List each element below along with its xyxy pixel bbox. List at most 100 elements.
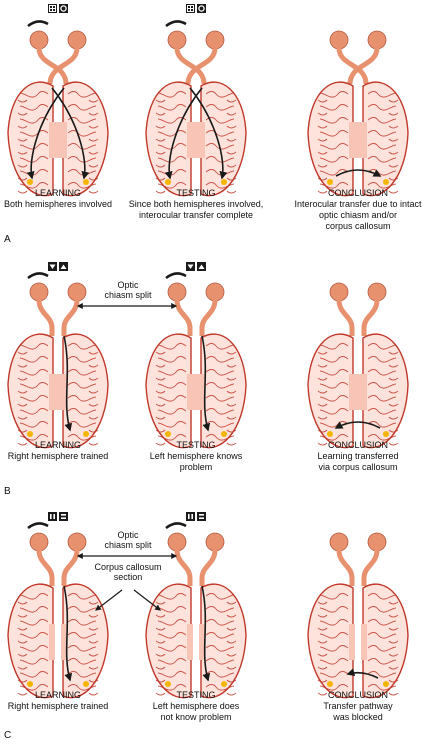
left-eye — [329, 532, 349, 552]
corpus-callosum-right — [361, 624, 367, 660]
brain-figure — [7, 522, 109, 699]
left-eye — [29, 532, 49, 552]
memory-spot — [83, 179, 89, 185]
circle-square-icon — [59, 4, 68, 13]
column-caption-line: Learning transferred — [317, 451, 398, 461]
corpus-callosum-left — [349, 624, 355, 660]
annotation-label: chiasm split — [104, 540, 152, 550]
neural-pathway — [189, 87, 228, 180]
left-eye — [329, 30, 349, 50]
corpus-callosum — [187, 374, 205, 410]
memory-spot — [221, 431, 227, 437]
left-optic-nerve — [36, 299, 55, 336]
memory-spot — [165, 179, 171, 185]
panel-letter: A — [4, 234, 11, 245]
callosum-arrow-right — [133, 589, 161, 611]
right-hemisphere — [362, 81, 409, 197]
column-caption-line: optic chiasm and/or — [319, 210, 397, 220]
right-eye — [205, 30, 225, 50]
right-eye — [367, 282, 387, 302]
column-title: CONCLUSION — [328, 188, 388, 198]
column-title: LEARNING — [35, 440, 81, 450]
column-title: CONCLUSION — [328, 440, 388, 450]
panel-letter: B — [4, 486, 11, 497]
brain-figure — [307, 282, 409, 449]
right-optic-nerve — [47, 47, 80, 85]
column-caption-line: Since both hemispheres involved, — [129, 199, 264, 209]
neural-pathway — [164, 87, 203, 180]
corpus-callosum — [187, 122, 205, 158]
eye-cover — [27, 272, 49, 280]
brain-figure — [307, 30, 409, 197]
brain-figure — [307, 532, 409, 699]
column-caption-line: was blocked — [332, 712, 383, 722]
right-eye — [367, 30, 387, 50]
left-hemisphere — [7, 583, 54, 699]
eye-cover — [27, 522, 49, 530]
right-eye — [205, 282, 225, 302]
column-title: TESTING — [176, 440, 215, 450]
right-optic-nerve — [61, 549, 80, 586]
right-hemisphere — [200, 583, 247, 699]
left-optic-nerve — [36, 549, 55, 586]
horizontal-bars-icon — [197, 512, 206, 521]
right-hemisphere — [200, 333, 247, 449]
column-title: LEARNING — [35, 690, 81, 700]
memory-spot — [383, 681, 389, 687]
brain-figure — [145, 272, 247, 449]
left-hemisphere — [145, 583, 192, 699]
left-optic-nerve — [336, 549, 355, 586]
vertical-bars-icon — [48, 512, 57, 521]
brain-figure — [7, 272, 109, 449]
eye-cover — [165, 20, 187, 28]
column-caption-line: interocular transfer complete — [139, 210, 253, 220]
corpus-callosum — [349, 374, 367, 410]
corpus-callosum-left — [49, 624, 55, 660]
callosum-arrow-left — [95, 589, 123, 611]
up-triangle-icon — [59, 262, 68, 271]
eye-cover — [27, 20, 49, 28]
memory-spot — [165, 681, 171, 687]
right-optic-nerve — [199, 549, 218, 586]
neural-pathway — [334, 421, 381, 429]
column-title: TESTING — [176, 690, 215, 700]
right-eye — [67, 532, 87, 552]
memory-spot — [327, 431, 333, 437]
down-triangle-icon — [186, 262, 195, 271]
left-optic-nerve — [174, 47, 207, 85]
neural-pathway — [51, 87, 90, 180]
right-optic-nerve — [199, 299, 218, 336]
left-eye — [29, 30, 49, 50]
grid-square-icon — [48, 4, 57, 13]
right-hemisphere — [62, 333, 109, 449]
left-hemisphere — [307, 583, 354, 699]
right-optic-nerve — [361, 549, 380, 586]
left-optic-nerve — [174, 299, 193, 336]
brain-gyri — [17, 343, 99, 446]
right-eye — [67, 30, 87, 50]
right-optic-nerve — [61, 299, 80, 336]
neural-pathway — [201, 585, 211, 682]
brain-gyri — [155, 91, 237, 194]
right-optic-nerve — [361, 299, 380, 336]
neural-pathway — [335, 169, 382, 177]
corpus-callosum — [49, 122, 67, 158]
memory-spot — [27, 681, 33, 687]
right-eye — [367, 532, 387, 552]
memory-spot — [327, 681, 333, 687]
neural-pathway — [346, 668, 379, 679]
brain-gyri — [17, 91, 99, 194]
corpus-callosum — [349, 122, 367, 158]
grid-square-icon — [186, 4, 195, 13]
right-hemisphere — [362, 333, 409, 449]
